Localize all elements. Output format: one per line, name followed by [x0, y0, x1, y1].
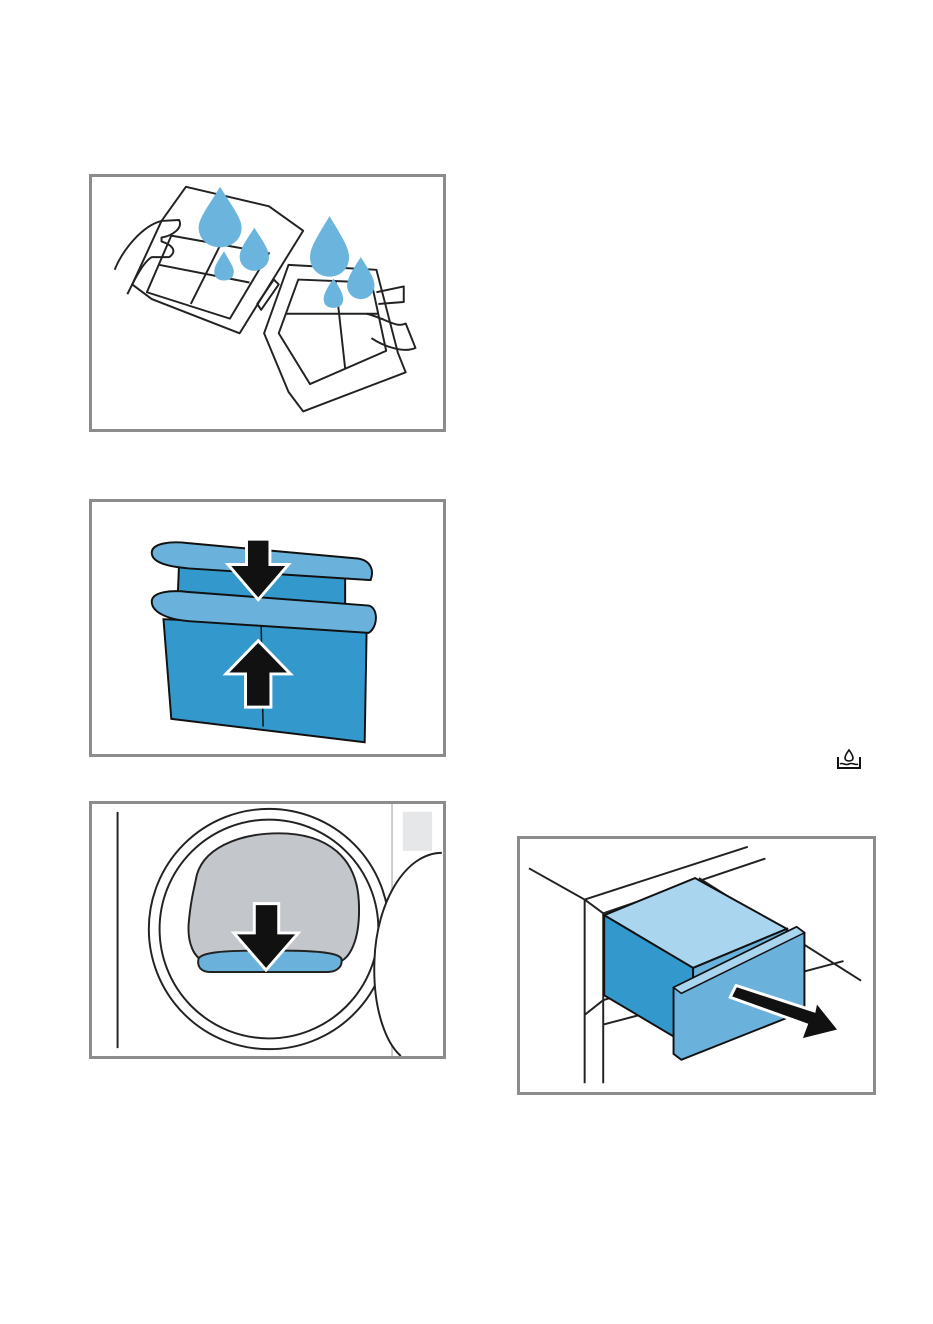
filter-rinse-illustration: [92, 177, 443, 429]
filter-insert-illustration: [92, 502, 443, 754]
illustration-pull-out-container: [517, 836, 876, 1095]
right-hand: [367, 314, 416, 350]
condensate-container-icon: [836, 748, 862, 770]
illustration-rinse-filters: [89, 174, 446, 432]
illustration-door-filter: [89, 801, 446, 1059]
door-filter-illustration: [92, 804, 443, 1056]
illustration-insert-filter: [89, 499, 446, 757]
left-hand: [115, 220, 180, 294]
container-drawer-illustration: [520, 839, 873, 1092]
water-drops-icon: [199, 187, 375, 308]
